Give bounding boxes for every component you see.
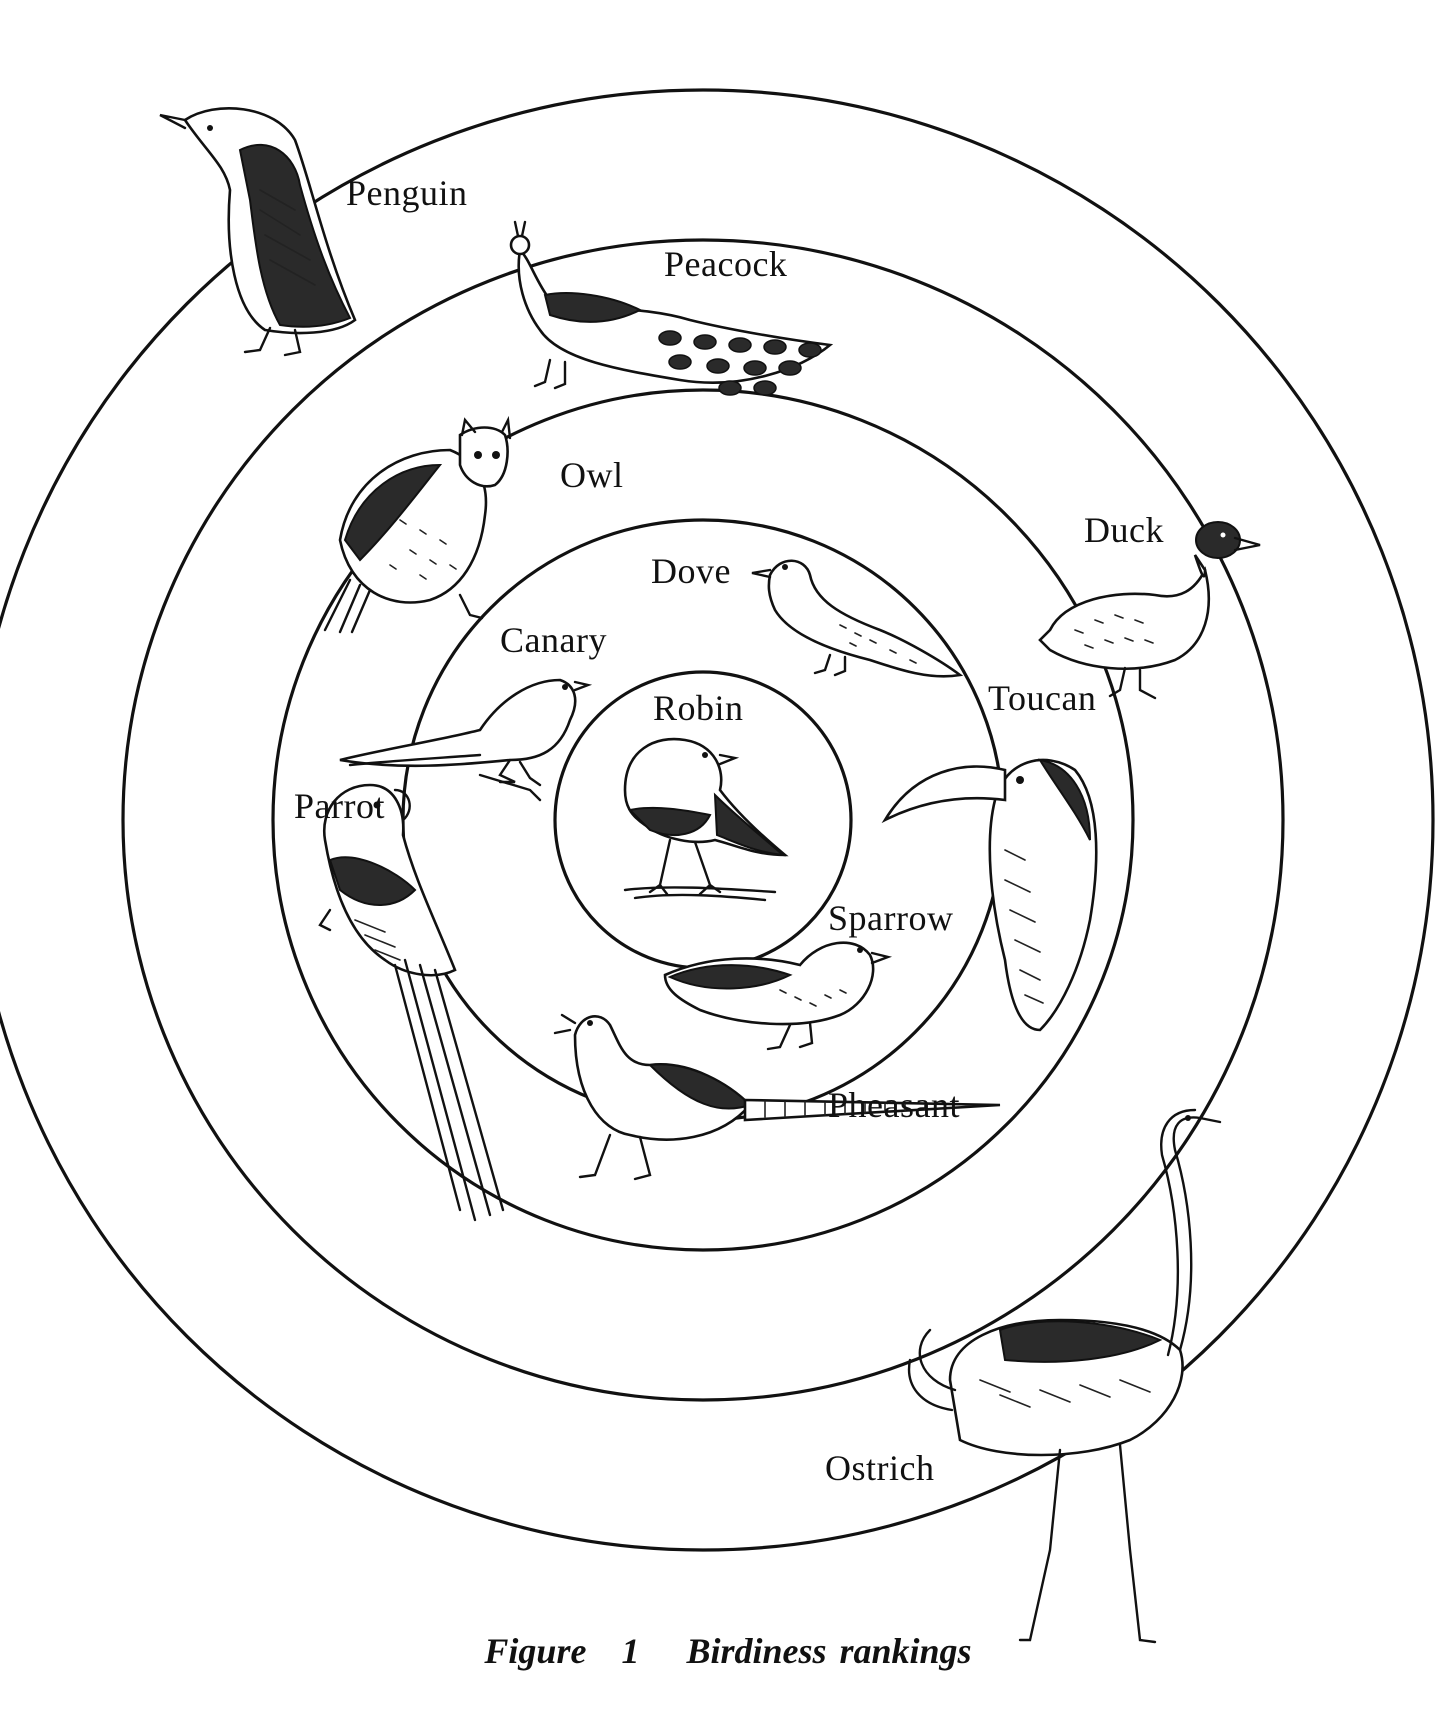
label-peacock: Peacock [664,244,787,284]
label-penguin: Penguin [346,173,468,213]
owl-figure [323,415,512,634]
label-ostrich: Ostrich [825,1448,934,1488]
sparrow-figure [663,941,893,1051]
label-canary: Canary [500,620,607,660]
label-robin: Robin [653,688,744,728]
caption-title: Birdiness rankings [686,1631,972,1671]
pheasant-figure [553,1013,1001,1181]
label-pheasant: Pheasant [828,1085,960,1125]
caption-number: 1 [621,1631,640,1671]
dove-figure [751,559,964,678]
label-dove: Dove [651,551,731,591]
figure-caption: Figure 1 Birdiness rankings [0,1630,1456,1672]
parrot-figure [318,783,505,1222]
ring-3 [271,388,1135,1252]
toucan-figure [881,758,1098,1032]
ring-5 [0,88,1435,1552]
label-sparrow: Sparrow [828,898,953,938]
caption-prefix: Figure [484,1631,587,1671]
duck-figure [1038,521,1261,700]
robin-figure [623,737,789,902]
canary-figure [339,678,593,802]
peacock-figure [509,220,834,396]
penguin-figure [159,107,357,357]
ring-4 [121,238,1285,1402]
ostrich-figure [907,1108,1222,1644]
label-owl: Owl [560,455,624,495]
label-toucan: Toucan [988,678,1096,718]
label-parrot: Parrot [294,786,385,826]
label-duck: Duck [1084,510,1164,550]
